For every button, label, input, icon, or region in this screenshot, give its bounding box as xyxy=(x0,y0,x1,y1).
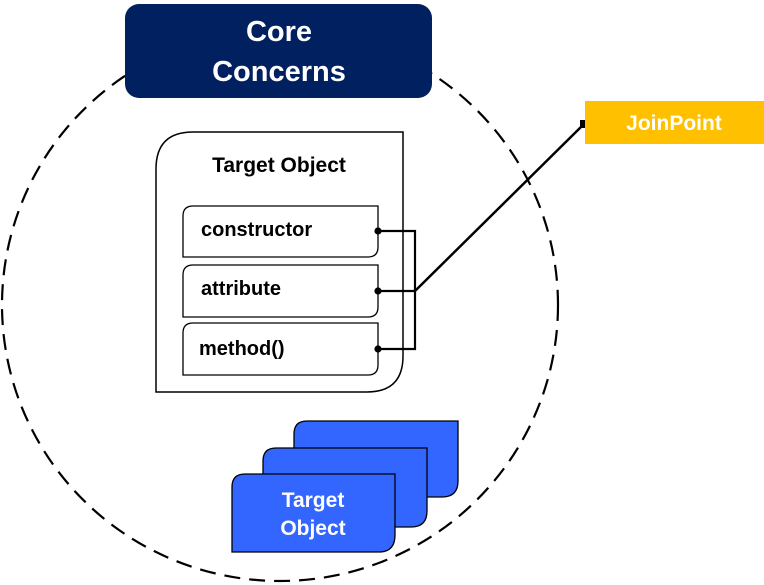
joinpoint-label: JoinPoint xyxy=(626,112,722,135)
stack-label-line1: Target xyxy=(282,489,345,512)
target-object-stack xyxy=(231,420,459,553)
member-method-label: method() xyxy=(199,338,285,360)
member-attribute-label: attribute xyxy=(201,278,281,300)
member-constructor-label: constructor xyxy=(201,219,312,241)
joinpoint-connector xyxy=(378,123,585,351)
core-concerns-line2: Concerns xyxy=(212,56,346,88)
member-method: method() xyxy=(182,322,379,376)
stack-card-front xyxy=(231,473,396,553)
core-concerns-header: Core Concerns xyxy=(125,4,432,98)
connector-dot-attribute xyxy=(374,287,382,295)
connector-dot-constructor xyxy=(374,227,382,235)
member-attribute: attribute xyxy=(182,264,379,318)
stack-label-line2: Object xyxy=(280,517,345,540)
connector-dot-method xyxy=(374,345,382,353)
joinpoint-connector-square xyxy=(580,120,588,128)
joinpoint-box: JoinPoint xyxy=(585,101,764,144)
member-constructor: constructor xyxy=(182,205,379,258)
target-object-title: Target Object xyxy=(212,154,346,177)
core-concerns-line1: Core xyxy=(246,16,312,48)
